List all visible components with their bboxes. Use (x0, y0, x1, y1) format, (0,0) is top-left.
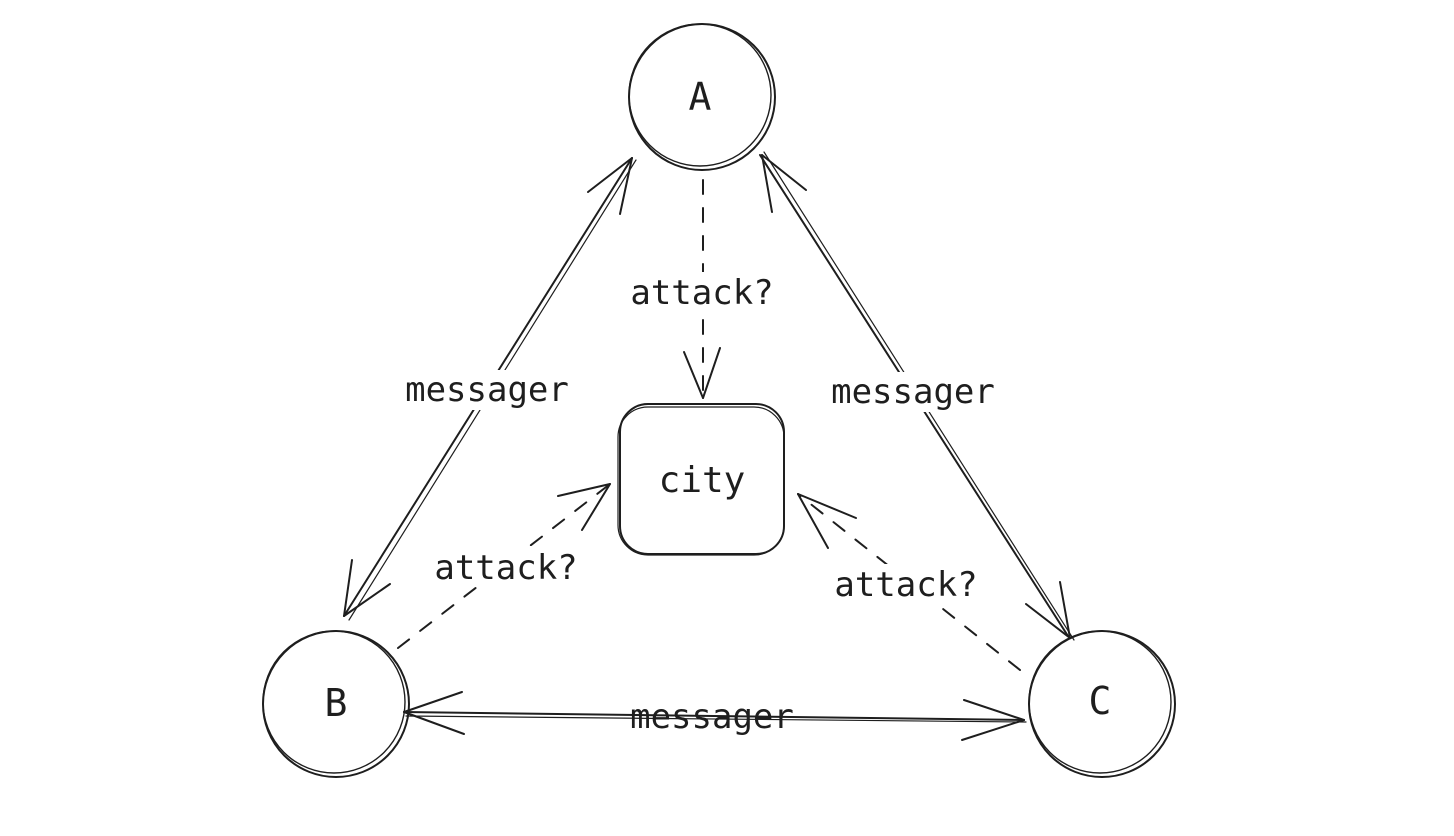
edge-a-b-label-text: messager (405, 370, 569, 410)
arrowhead-to-c-bottom (961, 699, 1025, 741)
arrowhead-to-a (587, 157, 633, 215)
edge-c-city-label: attack? (826, 564, 986, 605)
edge-b-city-label-text: attack? (434, 548, 577, 588)
arrowhead-to-b (343, 559, 391, 617)
arrowhead-to-city-right (797, 493, 857, 549)
edge-c-city-label-text: attack? (834, 565, 977, 605)
edge-b-c-label-text: messager (630, 697, 794, 737)
edge-b-city-label: attack? (426, 546, 586, 588)
arrowhead-to-city-left (557, 483, 611, 531)
arrowhead-to-c (1025, 581, 1071, 639)
edge-b-c[interactable] (403, 691, 1027, 741)
edge-a-city[interactable] (683, 179, 721, 399)
node-c-label: C (1089, 679, 1112, 723)
edge-a-b-label: messager (398, 370, 576, 410)
node-b[interactable]: B (262, 630, 410, 778)
node-city[interactable]: city (617, 403, 785, 556)
node-b-label: B (325, 681, 348, 725)
node-c[interactable]: C (1028, 630, 1176, 778)
edge-a-c-label-text: messager (831, 372, 995, 412)
arrowhead-to-city-top (683, 347, 721, 399)
edge-b-city[interactable] (397, 483, 611, 649)
arrowhead-to-a-right (761, 154, 807, 213)
edge-a-c-label: messager (824, 372, 1002, 412)
edge-b-c-label: messager (630, 697, 794, 737)
node-city-label: city (659, 460, 746, 501)
node-a-label: A (689, 75, 712, 119)
node-a[interactable]: A (628, 23, 776, 171)
edge-a-city-label-text: attack? (630, 273, 773, 313)
arrowhead-to-b-bottom (403, 691, 465, 735)
edge-a-city-label: attack? (622, 272, 782, 313)
